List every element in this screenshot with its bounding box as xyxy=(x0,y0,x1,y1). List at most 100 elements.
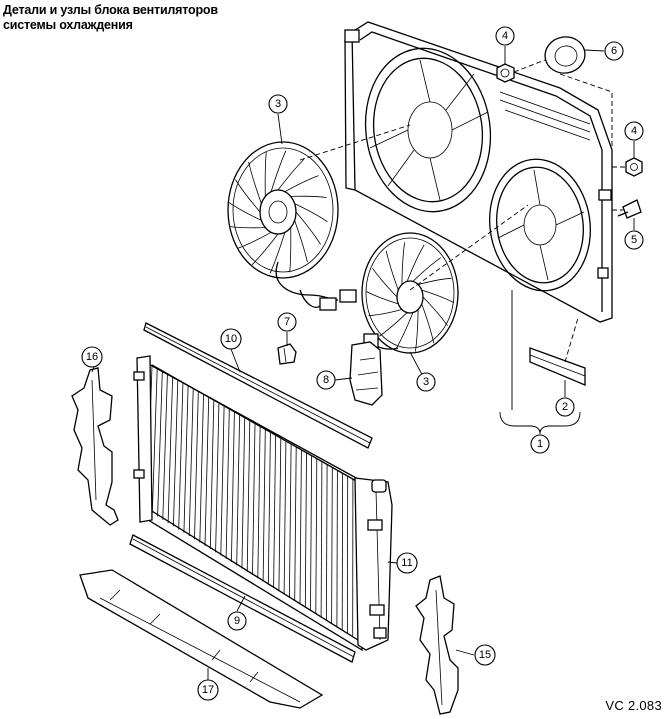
fan-blade xyxy=(235,179,261,213)
fan-blade xyxy=(385,250,399,291)
fan-blade xyxy=(417,277,452,285)
drawing-code: VC 2.083 xyxy=(605,698,662,713)
fan-blade xyxy=(421,303,435,344)
callout-4-lower: 4 xyxy=(624,121,644,141)
fan-blade xyxy=(406,244,425,282)
radiator-fin xyxy=(151,368,158,514)
radiator-fin xyxy=(246,421,251,572)
radiator-fin xyxy=(304,452,307,608)
diagram-title: Детали и узлы блока вентиляторов системы… xyxy=(3,3,218,33)
radiator-fin xyxy=(252,423,256,576)
callout-1-label: 1 xyxy=(537,438,543,450)
fan-blade xyxy=(284,175,319,193)
callout-5: 5 xyxy=(624,230,644,250)
radiator-fin xyxy=(241,418,246,569)
fan-blade xyxy=(269,232,286,274)
callout-6: 6 xyxy=(604,41,624,61)
right-air-guide xyxy=(415,575,459,715)
nut-lower xyxy=(625,157,643,177)
radiator-fin xyxy=(220,406,225,556)
callout-2: 2 xyxy=(555,397,575,417)
fan-blade xyxy=(277,158,305,191)
radiator-fin xyxy=(204,397,210,546)
callout-10: 10 xyxy=(220,328,242,350)
radiator-fin xyxy=(289,444,292,598)
fan-blade xyxy=(229,226,266,229)
callout-6-label: 6 xyxy=(611,45,617,57)
radiator-fin xyxy=(194,392,199,540)
callout-9-label: 9 xyxy=(234,615,240,627)
fan-blade xyxy=(295,211,321,245)
fan-blade xyxy=(228,201,262,221)
callout-7: 7 xyxy=(277,312,297,332)
fan-blade xyxy=(294,203,328,223)
fan-blade xyxy=(294,220,308,263)
callout-17: 17 xyxy=(197,679,219,701)
callout-16: 16 xyxy=(81,346,103,368)
radiator-fin xyxy=(236,415,240,566)
clip xyxy=(277,343,297,365)
callout-3-upper-label: 3 xyxy=(275,98,281,110)
radiator-fin xyxy=(299,450,302,605)
callout-9: 9 xyxy=(227,611,247,631)
callout-4-upper-label: 4 xyxy=(502,30,508,42)
radiator-fin xyxy=(283,441,287,595)
callout-11: 11 xyxy=(396,552,418,574)
callout-16-label: 16 xyxy=(86,351,98,363)
radiator-fin xyxy=(199,394,204,543)
left-air-guide xyxy=(71,367,119,526)
callout-4-upper: 4 xyxy=(495,26,515,46)
callout-1: 1 xyxy=(530,434,550,454)
fan-blade xyxy=(270,150,287,192)
callout-17-label: 17 xyxy=(202,684,214,696)
fan-blade xyxy=(366,291,399,305)
bracket xyxy=(349,341,383,406)
callout-7-label: 7 xyxy=(284,316,290,328)
fan-blade xyxy=(422,296,448,326)
fan-blade xyxy=(248,161,262,204)
diagram-title-line-2: системы охлаждения xyxy=(3,18,133,32)
upper-seal xyxy=(143,322,373,449)
radiator-fin xyxy=(320,461,323,618)
radiator-fin xyxy=(273,435,276,589)
callout-2-label: 2 xyxy=(562,401,568,413)
radiator-fin xyxy=(173,380,179,527)
radiator-fin xyxy=(178,383,184,530)
callout-8: 8 xyxy=(316,370,336,390)
callout-15: 15 xyxy=(474,644,496,666)
radiator-fin xyxy=(183,386,189,533)
radiator-fin xyxy=(157,371,163,517)
radiator-fin xyxy=(267,432,271,585)
fan-blade xyxy=(395,312,414,350)
radiator-fin xyxy=(225,409,230,559)
callout-3-upper: 3 xyxy=(268,94,288,114)
fan-blade xyxy=(290,195,327,198)
radiator-fin xyxy=(294,447,297,602)
fan-blade xyxy=(251,233,279,266)
radiator-fin xyxy=(257,426,261,579)
radiator-fin xyxy=(262,429,266,582)
seal-strip xyxy=(529,347,586,386)
nut-upper xyxy=(496,63,515,83)
callout-3-lower-label: 3 xyxy=(423,376,429,388)
radiator-fin xyxy=(315,458,318,615)
callout-8-label: 8 xyxy=(323,374,329,386)
fan-blade xyxy=(421,289,454,303)
radiator-fin xyxy=(331,467,333,624)
callout-15-label: 15 xyxy=(479,649,491,661)
fan-blade xyxy=(415,309,419,352)
fan-blade xyxy=(372,268,398,298)
radiator-fin xyxy=(231,412,235,563)
radiator-fin xyxy=(167,377,173,524)
fan-blade xyxy=(368,309,403,317)
callout-10-label: 10 xyxy=(225,333,237,345)
radiator-fin xyxy=(209,400,215,550)
fan-blade xyxy=(378,312,408,337)
fan-blade xyxy=(289,227,292,273)
callout-11-label: 11 xyxy=(401,557,412,569)
bolt xyxy=(617,199,642,219)
callouts: 3 3 4 4 5 6 7 8 10 11 9 16 15 17 2 1 xyxy=(81,26,644,701)
leader-lines xyxy=(91,46,635,680)
fan-small xyxy=(361,232,459,354)
